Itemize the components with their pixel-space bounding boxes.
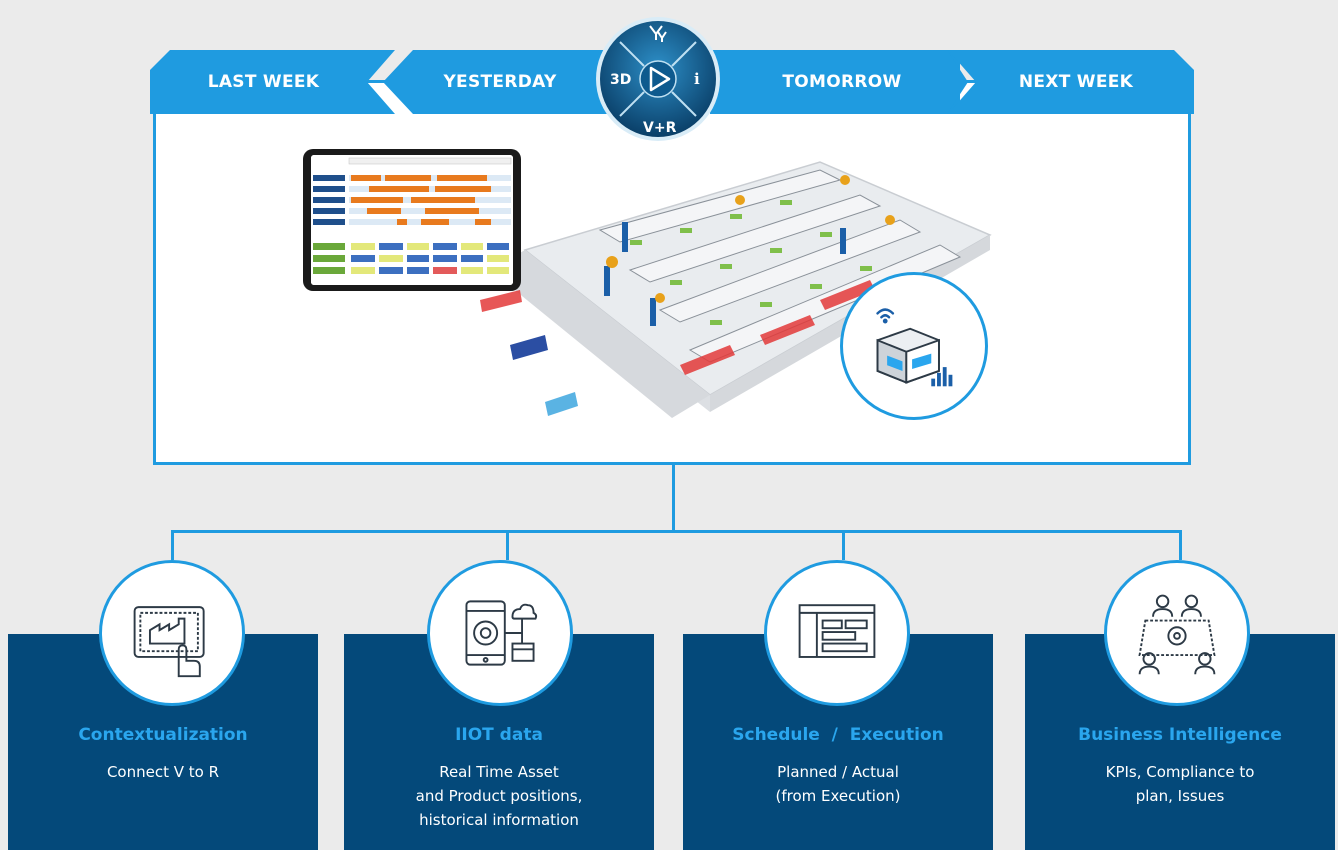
connector-drop-1 <box>171 530 174 560</box>
tab-last-week[interactable]: LAST WEEK <box>150 50 395 114</box>
compass-3d-label: 3D <box>610 72 631 88</box>
card-desc-line: plan, Issues <box>1135 787 1225 805</box>
card-desc-line: and Product positions, <box>415 787 583 805</box>
card-business-intelligence: Business Intelligence KPIs, Compliance t… <box>1025 634 1335 850</box>
compass-i-label: i <box>694 70 700 88</box>
card-description: Connect V to R <box>8 760 318 784</box>
card-desc-line: historical information <box>419 811 579 829</box>
tab-next-week-label: NEXT WEEK <box>1018 72 1134 92</box>
card-icon-circle <box>764 560 910 706</box>
card-description: Real Time Asset and Product positions, h… <box>344 760 654 832</box>
compass-logo[interactable]: 3D i V+R <box>594 0 722 158</box>
card-description: KPIs, Compliance to plan, Issues <box>1025 760 1335 808</box>
connector-drop-3 <box>842 530 845 560</box>
card-title: Contextualization <box>78 725 248 745</box>
connector-vertical-main <box>672 465 675 533</box>
card-title: Schedule / Execution <box>732 725 944 745</box>
card-desc-line: KPIs, Compliance to <box>1105 763 1255 781</box>
tab-next-week[interactable]: NEXT WEEK <box>948 50 1194 114</box>
schedule-tablet <box>303 149 521 291</box>
card-desc-line: Connect V to R <box>106 763 220 781</box>
card-desc-line: (from Execution) <box>775 787 901 805</box>
compass-vr-label: V+R <box>643 120 677 136</box>
tab-yesterday-label: YESTERDAY <box>443 72 557 92</box>
team-meeting-gear-icon <box>1138 594 1216 675</box>
factory-floor-illustration <box>480 161 992 418</box>
card-icon-circle <box>427 560 573 706</box>
card-title: Business Intelligence <box>1078 725 1282 745</box>
tab-yesterday[interactable]: YESTERDAY <box>383 50 613 114</box>
connector-horizontal <box>171 530 1182 533</box>
card-description: Planned / Actual (from Execution) <box>683 760 993 808</box>
connector-drop-2 <box>506 530 509 560</box>
gantt-chart-graphic <box>311 155 513 285</box>
tab-last-week-label: LAST WEEK <box>207 72 320 92</box>
tab-tomorrow[interactable]: TOMORROW <box>710 50 960 114</box>
factory-tablet-touch-icon <box>133 606 205 678</box>
card-icon-circle <box>99 560 245 706</box>
card-desc-line: Planned / Actual <box>777 763 899 781</box>
play-icon <box>649 66 671 92</box>
iot-factory-circle <box>840 272 988 420</box>
social-icon <box>649 25 667 42</box>
card-desc-line: Real Time Asset <box>439 763 559 781</box>
wireless-factory-icon <box>876 308 953 387</box>
schedule-window-icon <box>798 604 876 658</box>
smartphone-gear-cloud-icon <box>465 600 538 666</box>
connector-drop-4 <box>1179 530 1182 560</box>
card-title: IIOT data <box>455 725 543 745</box>
tab-tomorrow-label: TOMORROW <box>782 72 902 92</box>
card-icon-circle <box>1104 560 1250 706</box>
